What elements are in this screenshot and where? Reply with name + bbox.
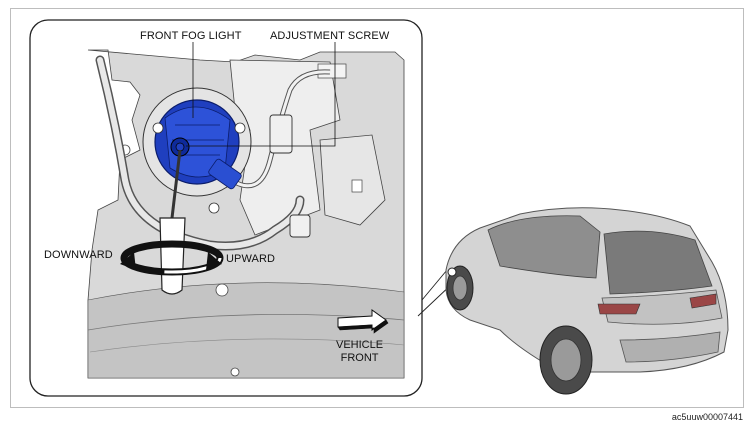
vehicle-front-arrow [337, 309, 389, 334]
label-front-fog-light: FRONT FOG LIGHT [140, 30, 242, 42]
rotation-arrows [120, 240, 224, 276]
figure-id: ac5uuw00007441 [671, 412, 743, 422]
vehicle [445, 207, 729, 395]
label-vehicle-front: VEHICLE FRONT [336, 339, 383, 365]
label-vehicle-front-line1: VEHICLE [336, 339, 384, 351]
leader-lines [186, 42, 336, 147]
wiring-harness [95, 55, 331, 251]
fog-light-location [447, 267, 457, 277]
label-vehicle-front-line2: FRONT [340, 352, 379, 364]
label-downward: DOWNWARD [44, 249, 113, 261]
label-adjustment-screw: ADJUSTMENT SCREW [270, 30, 390, 42]
upward-arrowhead [206, 252, 222, 270]
downward-arrowhead [120, 252, 136, 270]
label-upward: UPWARD [226, 253, 276, 265]
front-fog-light [142, 87, 252, 214]
